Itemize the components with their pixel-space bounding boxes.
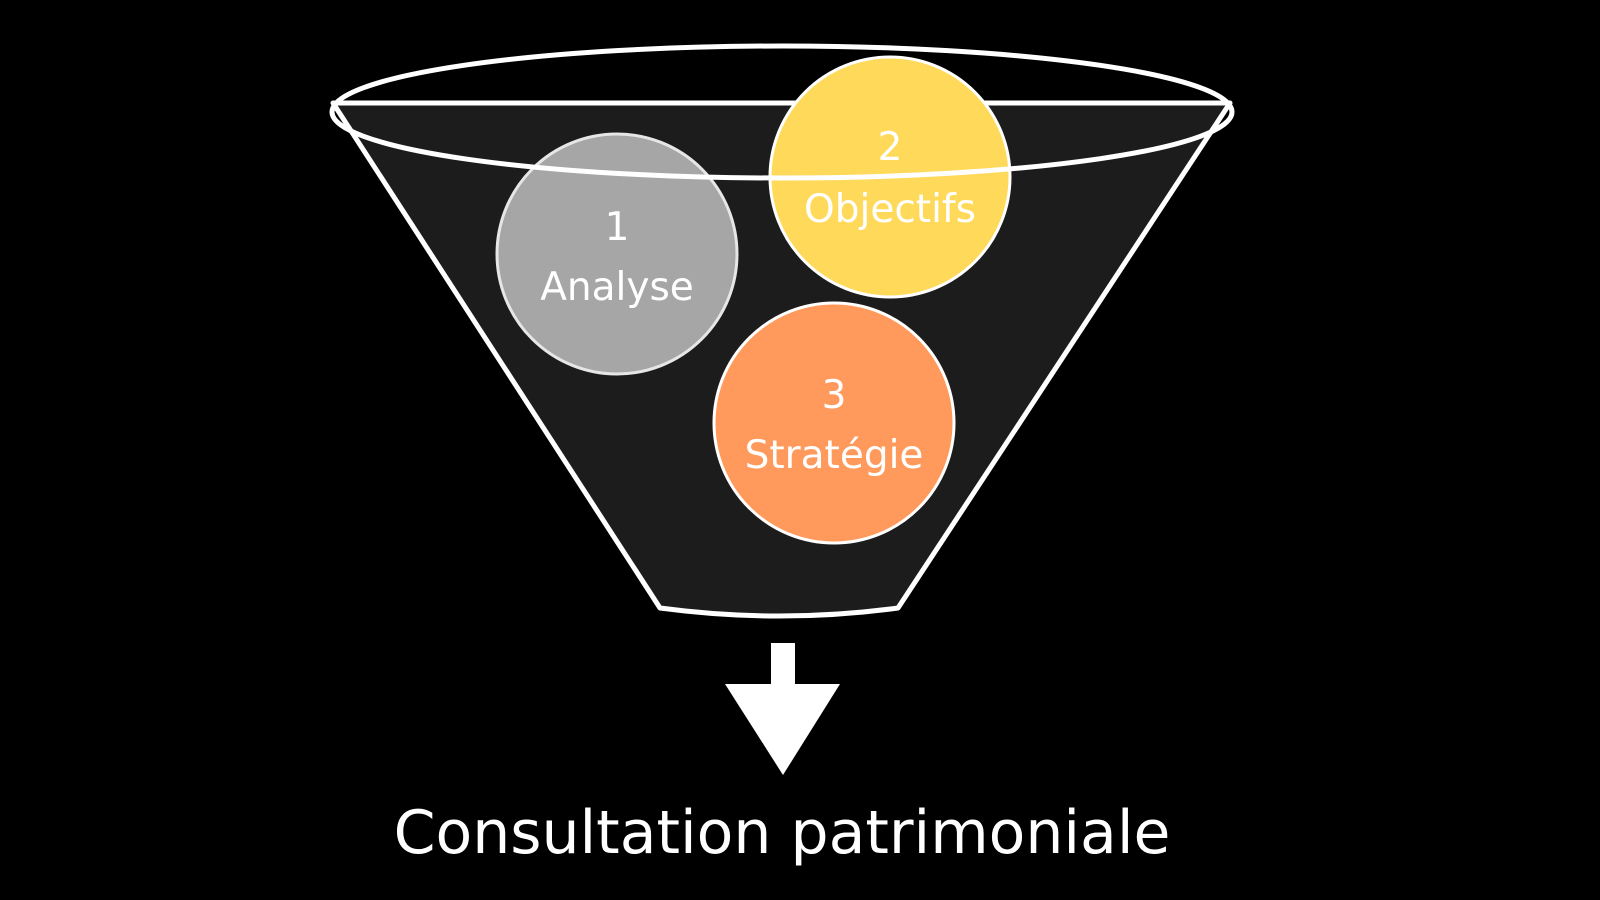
funnel-rim	[329, 43, 1235, 181]
step-analyse-label: Analyse	[540, 265, 694, 310]
step-strategie: 3 Stratégie	[712, 301, 956, 545]
step-analyse: 1 Analyse	[495, 132, 739, 376]
step-strategie-label: Stratégie	[745, 433, 924, 478]
step-strategie-number: 3	[822, 373, 847, 418]
step-objectifs-label: Objectifs	[804, 187, 976, 232]
step-analyse-number: 1	[605, 205, 630, 250]
step-objectifs-number: 2	[878, 125, 903, 170]
caption: Consultation patrimoniale	[394, 798, 1171, 868]
step-analyse-circle	[495, 132, 739, 376]
down-arrow-head	[725, 684, 840, 775]
step-strategie-circle	[712, 301, 956, 545]
down-arrow-icon	[725, 643, 840, 775]
down-arrow-shaft	[771, 643, 795, 688]
